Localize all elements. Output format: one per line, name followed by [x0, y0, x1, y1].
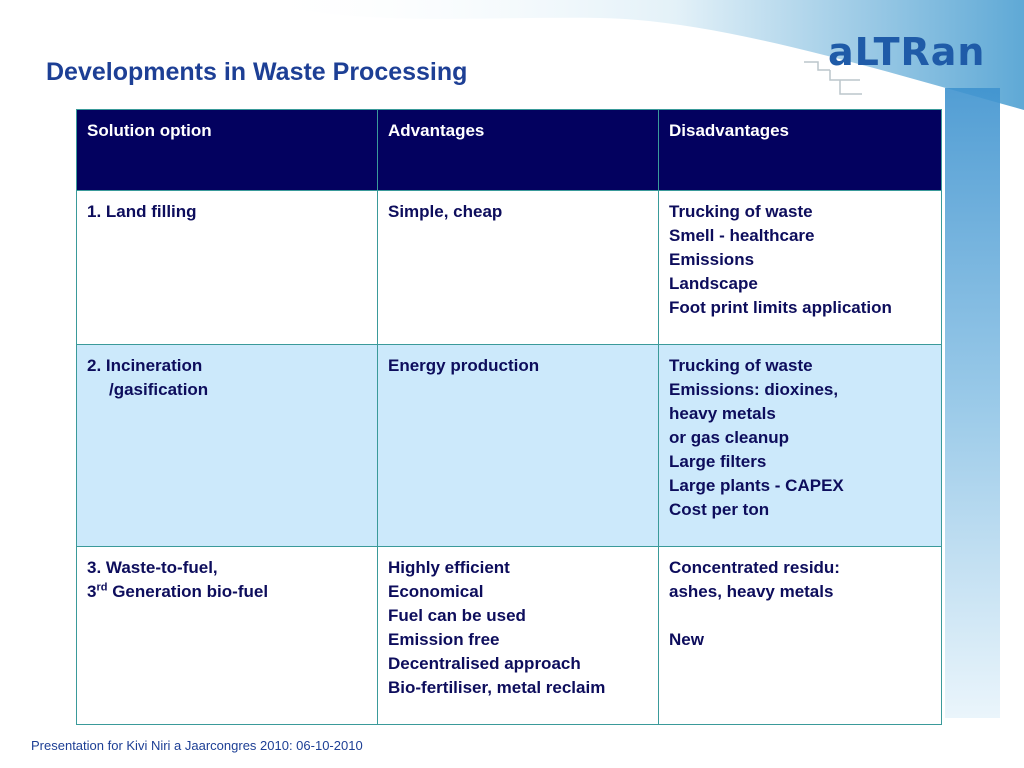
comparison-table: Solution option Advantages Disadvantages… [76, 109, 942, 725]
header-advantages: Advantages [377, 109, 659, 191]
cell-line: New [669, 630, 704, 649]
table-row: 1. Land filling Simple, cheap Trucking o… [76, 190, 942, 345]
cell-line: Landscape [669, 274, 758, 293]
cell-disadvantages: Concentrated residu: ashes, heavy metals… [658, 546, 942, 725]
logo-decor-lines [804, 61, 862, 95]
cell-line: Large plants - CAPEX [669, 476, 844, 495]
cell-line: Concentrated residu: [669, 558, 840, 577]
cell-line: Decentralised approach [388, 654, 581, 673]
cell-advantages: Energy production [377, 344, 659, 547]
altran-logo: aLTRan [828, 30, 986, 74]
cell-option: 3. Waste-to-fuel, 3rd Generation bio-fue… [76, 546, 378, 725]
slide-footer: Presentation for Kivi Niri a Jaarcongres… [31, 738, 363, 753]
cell-option: 2. Incineration /gasification [76, 344, 378, 547]
cell-line: Emissions: dioxines, [669, 380, 839, 399]
cell-disadvantages: Trucking of waste Emissions: dioxines, h… [658, 344, 942, 547]
cell-line: Bio-fertiliser, metal reclaim [388, 678, 606, 697]
cell-line: Simple, cheap [388, 202, 503, 221]
cell-option: 1. Land filling [76, 190, 378, 345]
header-disadvantages: Disadvantages [658, 109, 942, 191]
table-row: 3. Waste-to-fuel, 3rd Generation bio-fue… [76, 546, 942, 725]
cell-line: 1. Land filling [87, 202, 197, 221]
cell-line: Energy production [388, 356, 540, 375]
header-solution-option: Solution option [76, 109, 378, 191]
cell-line: or gas cleanup [669, 428, 789, 447]
cell-line: Fuel can be used [388, 606, 526, 625]
cell-line: heavy metals [669, 404, 776, 423]
cell-line: Trucking of waste [669, 356, 813, 375]
cell-advantages: Highly efficient Economical Fuel can be … [377, 546, 659, 725]
ordinal-suffix: rd [96, 581, 108, 594]
cell-line: /gasification [109, 380, 209, 399]
cell-line: Economical [388, 582, 484, 601]
cell-text: Generation bio-fuel [112, 582, 269, 601]
table-row: 2. Incineration /gasification Energy pro… [76, 344, 942, 547]
cell-line: Smell - healthcare [669, 226, 815, 245]
cell-line: 3rd Generation bio-fuel [87, 580, 367, 604]
cell-line: 3. Waste-to-fuel, [87, 558, 218, 577]
cell-line: Trucking of waste [669, 202, 813, 221]
cell-line: Highly efficient [388, 558, 510, 577]
slide-title: Developments in Waste Processing [46, 58, 468, 86]
cell-line: Emissions [669, 250, 755, 269]
table-header-row: Solution option Advantages Disadvantages [76, 109, 942, 191]
cell-line: Foot print limits application [669, 298, 892, 317]
cell-line [669, 604, 931, 628]
cell-disadvantages: Trucking of waste Smell - healthcare Emi… [658, 190, 942, 345]
cell-line: Large filters [669, 452, 767, 471]
cell-line: 2. Incineration [87, 356, 203, 375]
ordinal-number: 3 [87, 582, 97, 601]
cell-line: ashes, heavy metals [669, 582, 834, 601]
cell-line: Emission free [388, 630, 500, 649]
cell-advantages: Simple, cheap [377, 190, 659, 345]
cell-line: Cost per ton [669, 500, 770, 519]
